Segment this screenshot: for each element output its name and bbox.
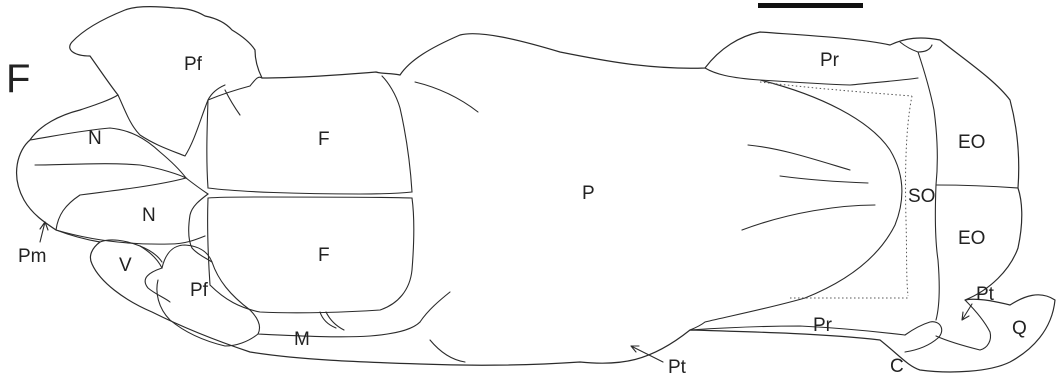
- label-n-upper: N: [88, 128, 102, 149]
- label-eo-upper: EO: [958, 132, 985, 153]
- suture-exoccipital-divide: [936, 185, 1018, 188]
- suture-nasal-upper-top: [30, 128, 186, 178]
- pt-right-arrow: [962, 304, 972, 320]
- suture-prefrontal-upper-b: [208, 85, 240, 115]
- parietal-groove-3: [742, 205, 875, 230]
- suture-prootic-upper-b: [900, 42, 932, 52]
- label-q: Q: [1012, 318, 1027, 339]
- label-f-upper: F: [318, 129, 330, 150]
- pm-arrow: [40, 222, 48, 242]
- suture-prefrontal-upper: [118, 77, 262, 156]
- suture-prootic-upper: [705, 68, 918, 85]
- suture-maxilla-b: [320, 312, 344, 330]
- label-n-lower: N: [142, 205, 156, 226]
- parietal-groove-1: [415, 82, 478, 112]
- label-pt-right: Pt: [976, 284, 995, 305]
- suture-maxilla: [258, 322, 420, 337]
- suture-parietal-lower: [420, 292, 465, 362]
- parietal-groove-2: [748, 145, 850, 170]
- suture-vomer: [100, 240, 170, 302]
- label-eo-lower: EO: [958, 228, 985, 249]
- suture-nasal-midline: [35, 164, 186, 230]
- suture-columella: [905, 322, 942, 352]
- suture-quadrate: [936, 300, 991, 350]
- label-m: M: [294, 329, 310, 350]
- suture-frontal-upper: [207, 76, 412, 194]
- label-c: C: [890, 356, 904, 377]
- scale-bar: [758, 3, 863, 8]
- label-pf-upper: Pf: [184, 54, 203, 75]
- suture-frontal-lower: [208, 197, 414, 313]
- skull-outline: [17, 7, 1055, 372]
- label-pm: Pm: [18, 246, 47, 267]
- label-pr-upper: Pr: [820, 50, 840, 71]
- panel-letter: F: [6, 57, 30, 101]
- label-pt-bottom: Pt: [668, 357, 687, 378]
- label-p: P: [582, 183, 595, 204]
- label-pf-lower: Pf: [190, 280, 209, 301]
- label-v: V: [119, 255, 132, 276]
- label-so: SO: [908, 186, 935, 207]
- label-pr-lower: Pr: [813, 315, 833, 336]
- label-f-lower: F: [318, 245, 330, 266]
- parietal-groove-4: [780, 176, 868, 183]
